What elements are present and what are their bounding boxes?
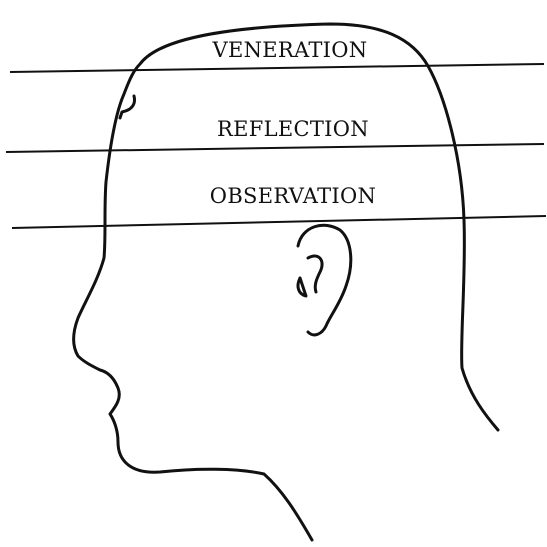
ear-inner-canal [298,278,306,296]
ear-outline [298,225,351,335]
divider-line-top [10,64,544,72]
label-observation: OBSERVATION [210,184,376,208]
divider-line-middle [6,144,544,152]
head-profile-outline [74,24,499,540]
label-veneration: VENERATION [212,38,368,62]
ear-inner-fold [308,256,322,292]
divider-line-lower [12,216,546,228]
label-reflection: REFLECTION [217,117,369,141]
